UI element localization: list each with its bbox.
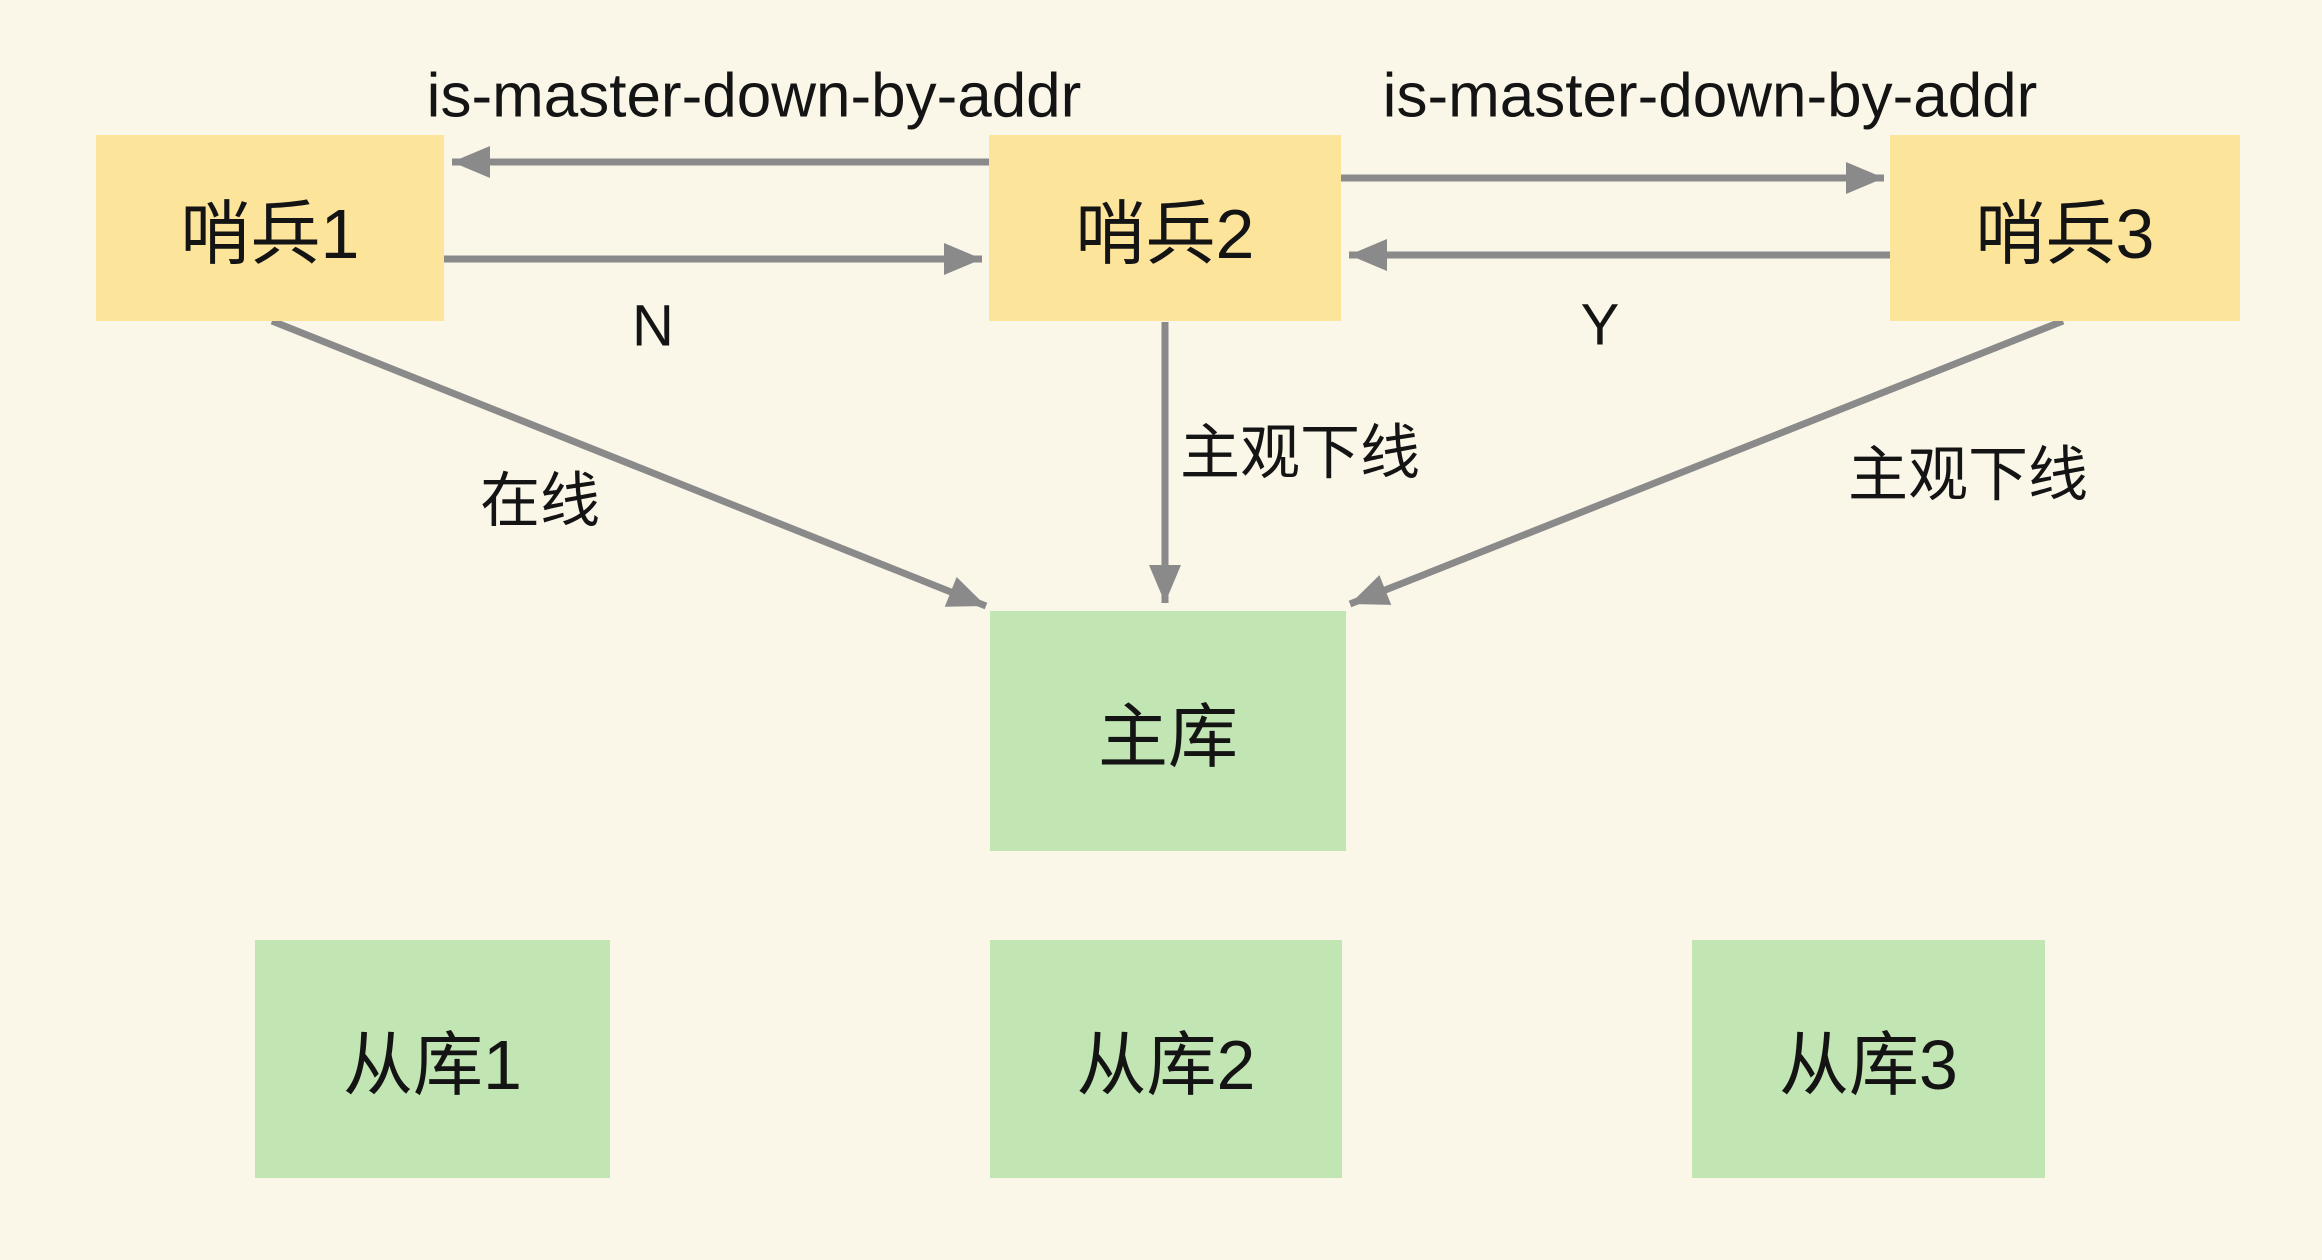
edge-label-subjective-down-right: 主观下线	[1848, 441, 2088, 509]
edge-label-online: 在线	[480, 467, 600, 535]
edge-label-n: N	[632, 293, 674, 359]
node-slave2: 从库2	[990, 940, 1342, 1178]
node-sentinel3-label: 哨兵3	[1975, 194, 2155, 273]
edge-sentinel3-to-master	[1348, 317, 2065, 608]
edge-label-y: Y	[1580, 292, 1620, 358]
node-slave2-label: 从库2	[1076, 1025, 1256, 1104]
edge-label-subjective-down-middle: 主观下线	[1180, 419, 1420, 487]
edge-sentinel1-to-master	[270, 317, 988, 610]
edge-label-is-master-down-by-addr-left: is-master-down-by-addr	[426, 61, 1082, 131]
node-master-label: 主库	[1098, 697, 1238, 776]
node-slave3-label: 从库3	[1779, 1025, 1958, 1104]
node-slave3: 从库3	[1692, 940, 2045, 1178]
node-sentinel2-label: 哨兵2	[1075, 194, 1255, 273]
node-master: 主库	[990, 611, 1346, 851]
node-sentinel1: 哨兵1	[96, 135, 444, 321]
node-sentinel3: 哨兵3	[1890, 135, 2240, 321]
node-slave1-label: 从库1	[343, 1025, 522, 1104]
node-sentinel2: 哨兵2	[989, 135, 1341, 321]
node-slave1: 从库1	[255, 940, 610, 1178]
edge-label-is-master-down-by-addr-right: is-master-down-by-addr	[1382, 61, 2038, 131]
node-sentinel1-label: 哨兵1	[180, 194, 360, 273]
